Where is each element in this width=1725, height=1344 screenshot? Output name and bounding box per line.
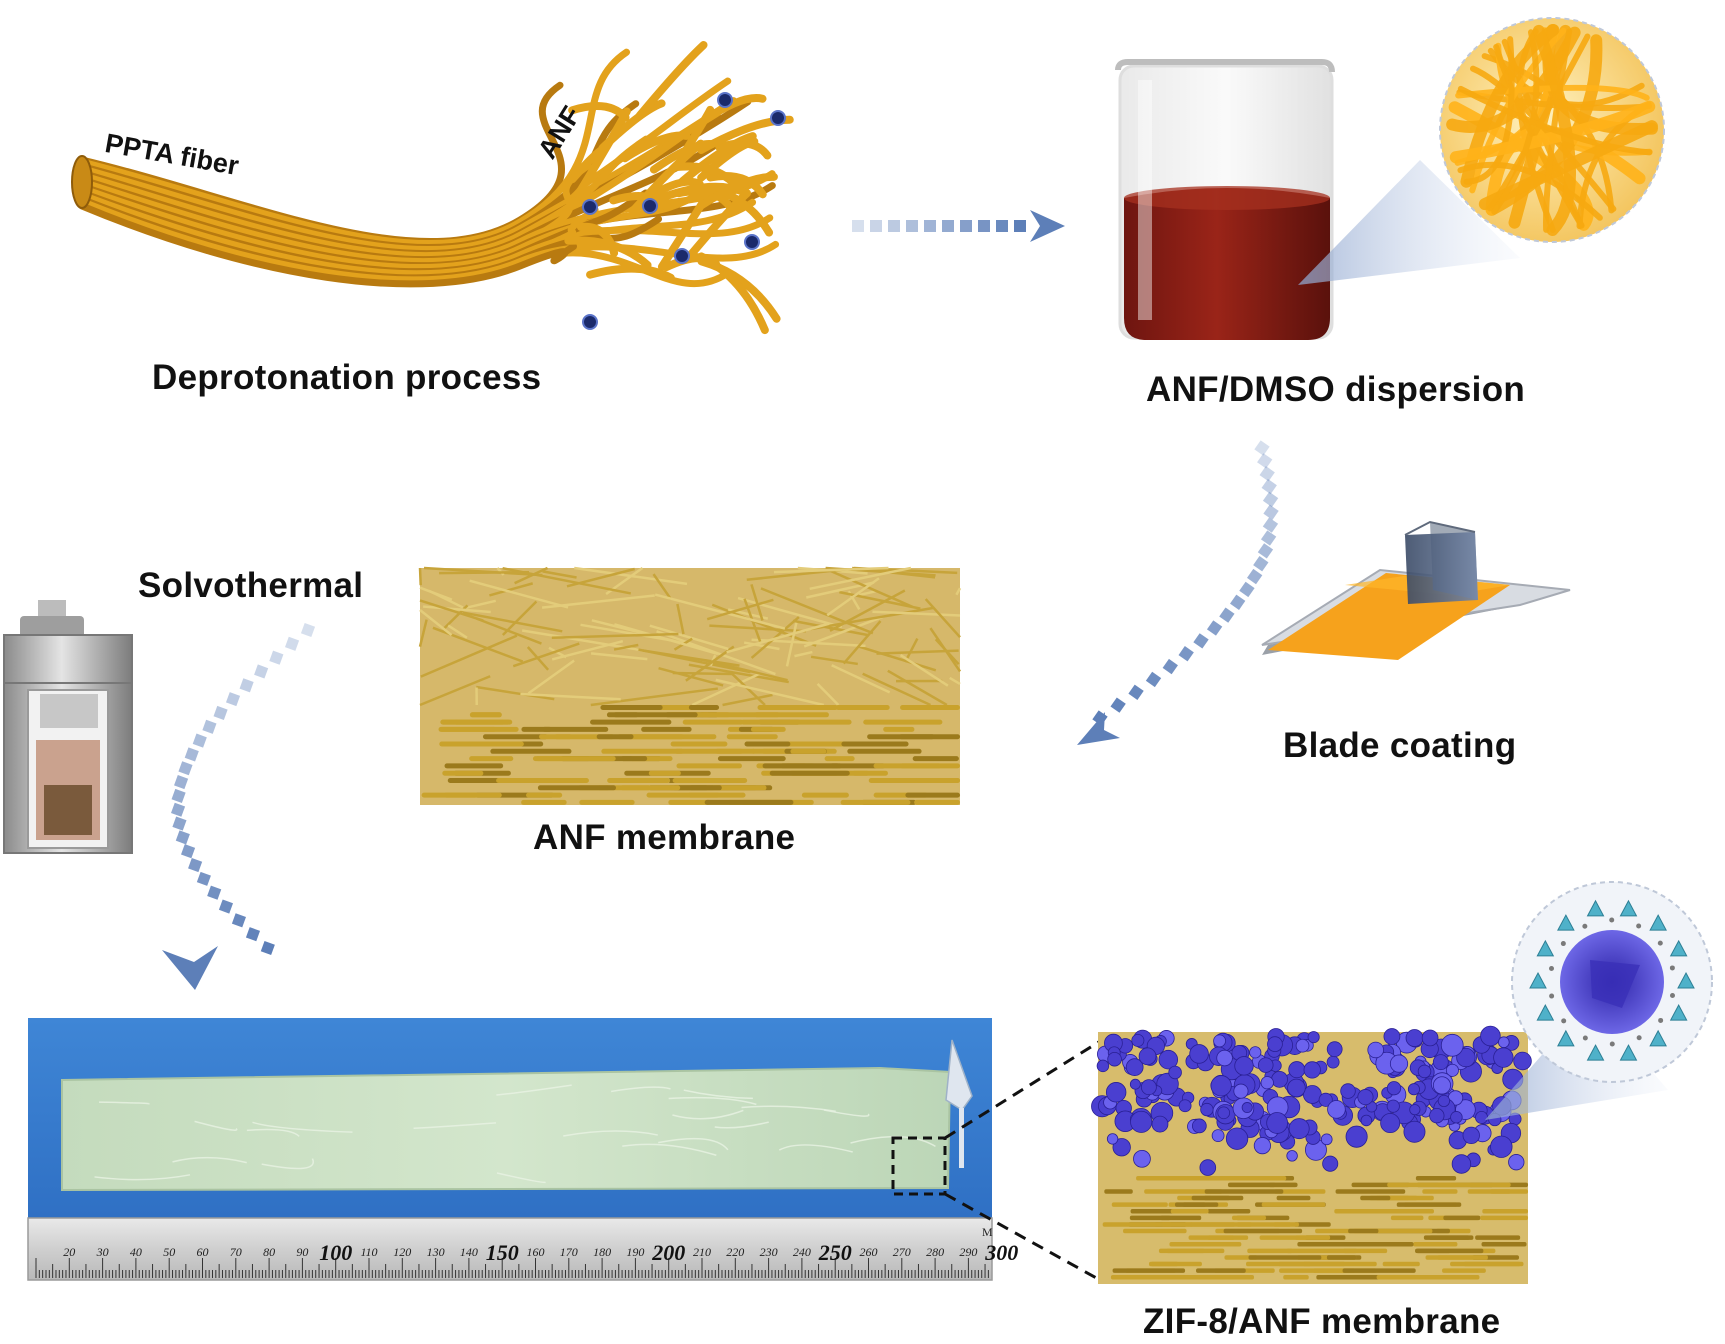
arrow-to-membrane: [1077, 440, 1279, 745]
svg-text:180: 180: [593, 1245, 611, 1259]
arrow-to-photo: [162, 623, 315, 990]
svg-text:290: 290: [959, 1245, 977, 1259]
svg-text:270: 270: [893, 1245, 911, 1259]
ppta-fiber-bundle: [72, 45, 790, 330]
svg-text:190: 190: [626, 1245, 644, 1259]
zif8-crystal-zoom: [1485, 882, 1712, 1120]
svg-text:160: 160: [527, 1245, 545, 1259]
svg-text:240: 240: [793, 1245, 811, 1259]
svg-text:40: 40: [130, 1245, 142, 1259]
arrow-to-dispersion: [852, 210, 1065, 242]
svg-text:130: 130: [427, 1245, 445, 1259]
deprotonation-label: Deprotonation process: [152, 358, 541, 398]
autoclave: [4, 600, 132, 853]
solvothermal-label: Solvothermal: [138, 566, 363, 606]
dispersion-label: ANF/DMSO dispersion: [1146, 370, 1525, 410]
svg-text:20: 20: [63, 1245, 75, 1259]
svg-text:M: M: [982, 1225, 993, 1239]
zif-membrane-label: ZIF-8/ANF membrane: [1143, 1302, 1500, 1342]
svg-text:150: 150: [486, 1240, 519, 1265]
svg-text:90: 90: [296, 1245, 308, 1259]
svg-text:100: 100: [319, 1240, 352, 1265]
zif-anf-membrane-block: [1091, 1026, 1531, 1284]
svg-text:220: 220: [726, 1245, 744, 1259]
anf-membrane-block: [420, 568, 960, 805]
svg-text:80: 80: [263, 1245, 275, 1259]
svg-text:210: 210: [693, 1245, 711, 1259]
svg-text:140: 140: [460, 1245, 478, 1259]
svg-text:70: 70: [230, 1245, 242, 1259]
svg-text:230: 230: [760, 1245, 778, 1259]
svg-text:170: 170: [560, 1245, 578, 1259]
membrane-photo: 20 30 40 50 60 70 80 90 110 120 130 140 160 170 180 190…: [28, 1018, 1018, 1280]
svg-text:120: 120: [393, 1245, 411, 1259]
svg-text:300: 300: [984, 1240, 1018, 1265]
svg-text:250: 250: [818, 1240, 852, 1265]
blade-coater: [1262, 522, 1570, 660]
svg-text:280: 280: [926, 1245, 944, 1259]
svg-text:110: 110: [360, 1245, 377, 1259]
svg-text:30: 30: [96, 1245, 109, 1259]
beaker-dispersion: [1118, 62, 1332, 340]
blade-coating-label: Blade coating: [1283, 726, 1516, 766]
svg-text:260: 260: [860, 1245, 878, 1259]
anf-membrane-label: ANF membrane: [533, 818, 795, 858]
svg-text:50: 50: [163, 1245, 175, 1259]
svg-text:60: 60: [197, 1245, 209, 1259]
svg-text:200: 200: [651, 1240, 685, 1265]
anf-network-zoom: [1298, 18, 1664, 285]
